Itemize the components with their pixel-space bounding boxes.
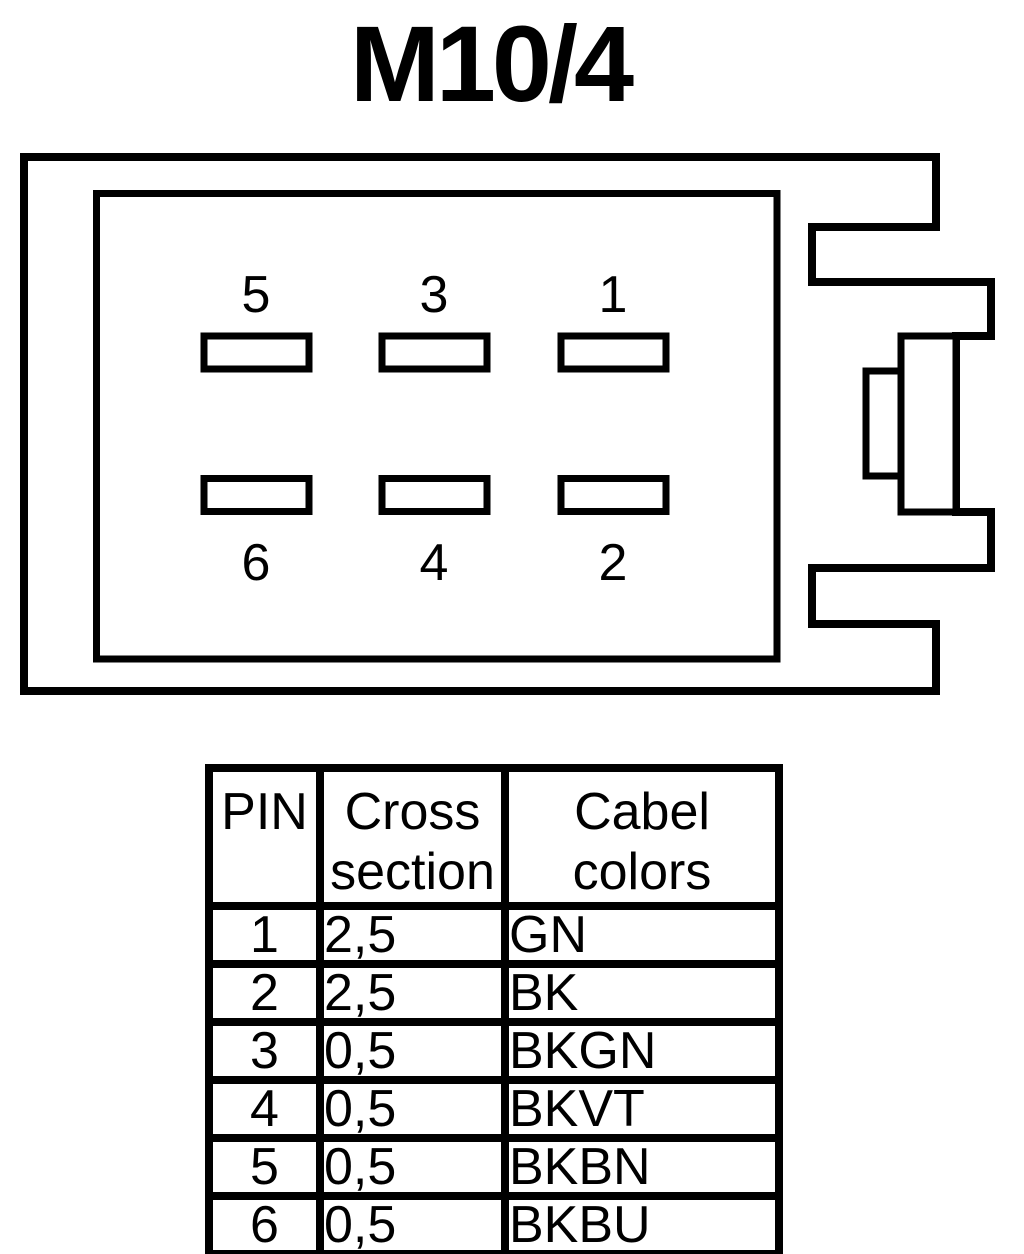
connector-face (93, 190, 781, 663)
pin-label-5: 5 (242, 266, 271, 324)
pin-label-2: 2 (599, 534, 628, 592)
cell-pin: 2 (205, 960, 324, 1026)
cell-pin: 1 (205, 902, 324, 968)
key-tab-outer (897, 332, 960, 516)
table-row: 1 2,5 GN (205, 902, 783, 968)
pin-label-6: 6 (242, 534, 271, 592)
pin-slot-5 (200, 332, 313, 373)
cell-cross-section: 0,5 (316, 1134, 509, 1200)
cell-cable-color: BK (501, 960, 783, 1026)
pin-slot-4 (378, 475, 491, 515)
cell-pin: 4 (205, 1076, 324, 1142)
pin-assignment-table: PIN Cross section Cabel colors 1 2,5 GN … (205, 764, 783, 1254)
header-cable-colors: Cabel colors (501, 764, 783, 910)
connector-title: M10/4 (349, 3, 634, 124)
pin-label-4: 4 (420, 534, 449, 592)
cell-cable-color: GN (501, 902, 783, 968)
table-row: 6 0,5 BKBU (205, 1192, 783, 1254)
cell-cross-section: 2,5 (316, 960, 509, 1026)
pin-label-1: 1 (599, 266, 628, 324)
table-row: 4 0,5 BKVT (205, 1076, 783, 1142)
header-cross-section: Cross section (316, 764, 509, 910)
pin-slot-6 (200, 475, 313, 515)
pin-slot-1 (557, 332, 670, 373)
cell-pin: 5 (205, 1134, 324, 1200)
pin-slot-2 (557, 475, 670, 515)
table-header-row: PIN Cross section Cabel colors (205, 764, 783, 910)
header-pin: PIN (205, 764, 324, 910)
table-row: 3 0,5 BKGN (205, 1018, 783, 1084)
table-row: 5 0,5 BKBN (205, 1134, 783, 1200)
cell-pin: 3 (205, 1018, 324, 1084)
table-row: 2 2,5 BK (205, 960, 783, 1026)
cell-cross-section: 0,5 (316, 1018, 509, 1084)
connector-diagram: 5 3 1 6 4 2 (20, 153, 995, 695)
key-tab-inner (862, 367, 905, 480)
cell-cross-section: 0,5 (316, 1076, 509, 1142)
cell-cable-color: BKBN (501, 1134, 783, 1200)
cell-pin: 6 (205, 1192, 324, 1254)
cell-cross-section: 0,5 (316, 1192, 509, 1254)
cell-cross-section: 2,5 (316, 902, 509, 968)
cell-cable-color: BKGN (501, 1018, 783, 1084)
pin-label-3: 3 (420, 266, 449, 324)
cell-cable-color: BKVT (501, 1076, 783, 1142)
pin-slot-3 (378, 332, 491, 373)
cell-cable-color: BKBU (501, 1192, 783, 1254)
